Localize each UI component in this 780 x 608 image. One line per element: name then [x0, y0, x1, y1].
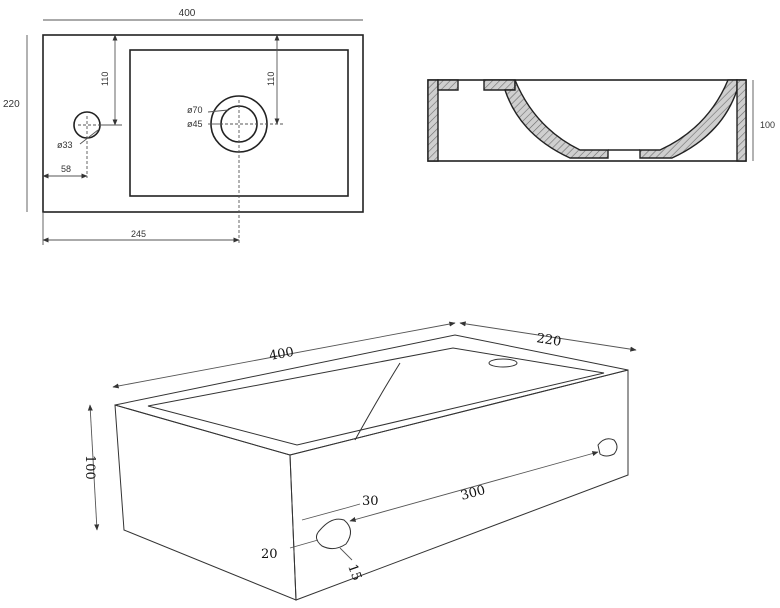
- iso-slot-spacing-label: 300: [459, 483, 487, 504]
- section-view: 100: [427, 79, 775, 162]
- iso-slot-spacing-dimension: [349, 451, 599, 522]
- section-right-wall: [736, 79, 747, 162]
- iso-slot-height-dimension: [289, 539, 319, 549]
- iso-slot-height-label: 20: [261, 547, 278, 562]
- iso-height-dimension: [87, 404, 100, 531]
- top-width-label: 400: [179, 8, 196, 19]
- iso-length-label: 400: [268, 345, 295, 364]
- iso-view: 400 220 100 300 30 20 15: [82, 321, 637, 601]
- drain-offset-label: 245: [131, 229, 146, 239]
- tap-hole: [73, 111, 101, 139]
- iso-height-label: 100: [82, 455, 97, 480]
- top-view: 400 220 ø33 58 110 ø70 ø45 110: [3, 8, 364, 245]
- iso-slot-front: [316, 518, 351, 550]
- top-height-label: 220: [3, 99, 20, 110]
- section-bowl-left: [504, 79, 609, 159]
- tap-hole-leader: [79, 129, 99, 145]
- iso-slot-back: [597, 438, 618, 457]
- drain-outer-leader: [207, 109, 229, 113]
- iso-slot-width-label: 30: [362, 494, 379, 509]
- iso-front-face: [114, 404, 297, 601]
- basin-outline-top: [42, 34, 364, 213]
- iso-length-dimension: [112, 321, 456, 389]
- iso-top-inner: [147, 347, 605, 446]
- section-outline: [427, 79, 747, 162]
- section-top-strip-right: [483, 79, 516, 91]
- drain-vertical-label: 110: [266, 72, 276, 86]
- tap-offset-label: 58: [61, 164, 71, 174]
- iso-slot-width-leader: [345, 503, 361, 509]
- iso-slot-depth-dimension: [339, 547, 353, 561]
- tap-vertical-label: 110: [100, 72, 110, 86]
- iso-depth-dimension: [459, 321, 637, 352]
- section-left-wall: [427, 79, 439, 162]
- iso-right-face: [289, 369, 629, 601]
- iso-slot-width-dimension: [301, 507, 347, 521]
- iso-depth-label: 220: [535, 331, 562, 350]
- iso-top-outer: [114, 334, 629, 456]
- iso-slot-depth-label: 15: [344, 562, 364, 583]
- section-top-strip-left: [437, 79, 459, 91]
- section-height-label: 100: [760, 120, 775, 130]
- section-bowl-right: [639, 79, 738, 159]
- drain-inner-label: ø45: [187, 119, 203, 129]
- iso-bowl-slope: [354, 362, 401, 441]
- iso-tap-hole: [488, 358, 518, 368]
- tap-hole-label: ø33: [57, 140, 73, 150]
- drain-outer-label: ø70: [187, 105, 203, 115]
